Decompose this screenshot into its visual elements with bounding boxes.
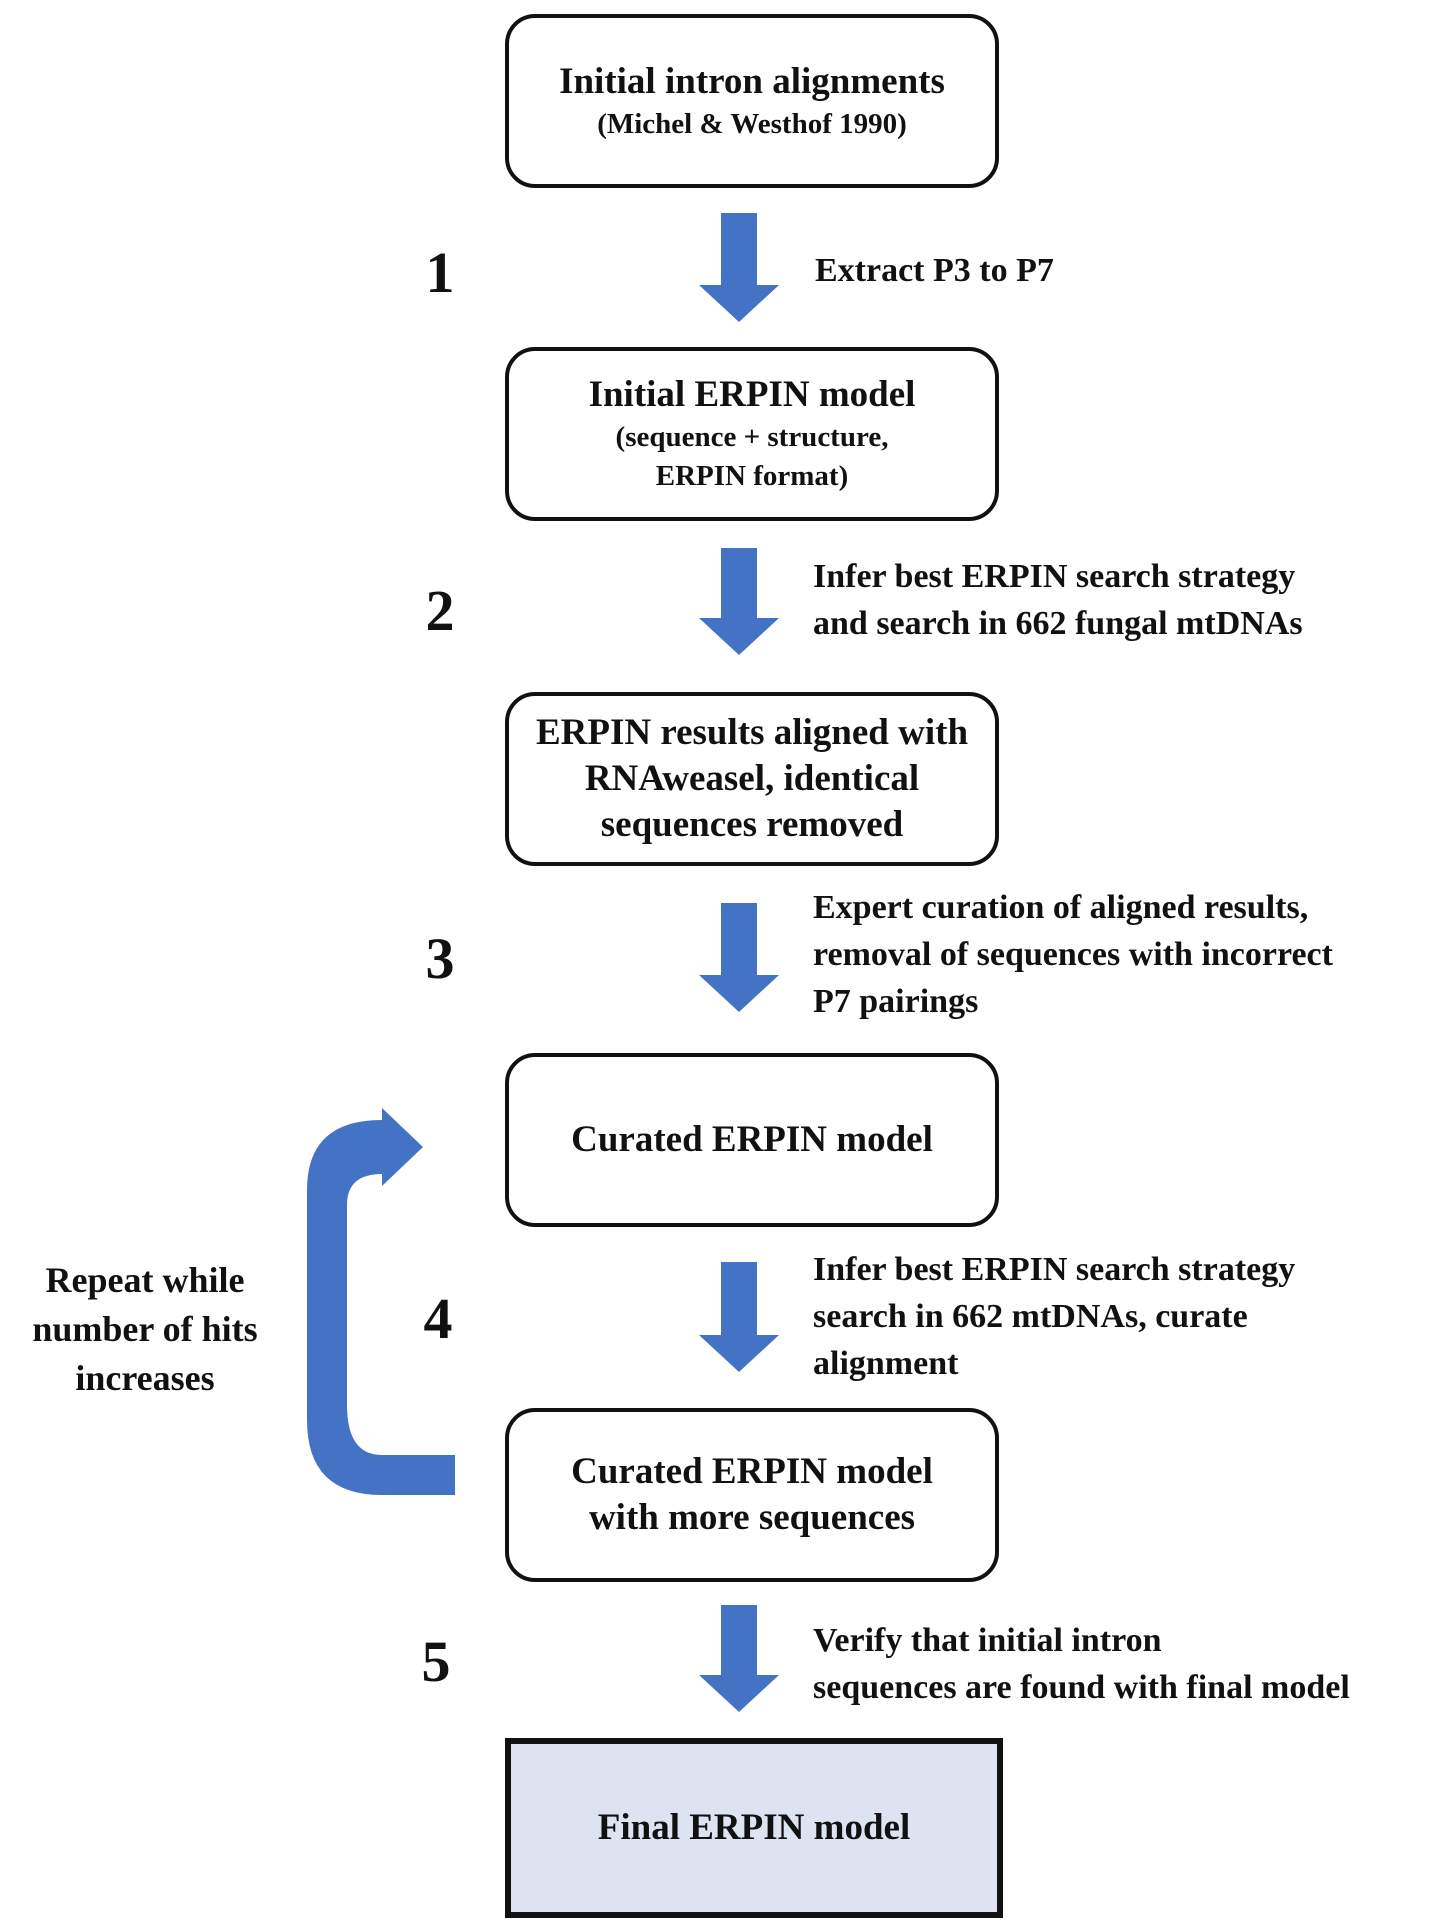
note-line: search in 662 mtDNAs, curate — [813, 1298, 1248, 1335]
note-line: and search in 662 fungal mtDNAs — [813, 605, 1303, 642]
box-title: Initial intron alignments — [559, 60, 945, 102]
step-note-5: Verify that initial intron sequences are… — [813, 1617, 1350, 1711]
loop-arrow — [307, 1108, 455, 1495]
step-number-2: 2 — [425, 578, 455, 643]
loop-label-line: increases — [75, 1358, 215, 1398]
box-line-2: RNAweasel, identical — [584, 758, 920, 799]
step-note-2: Infer best ERPIN search strategy and sea… — [813, 553, 1303, 647]
loop-label: Repeat while number of hits increases — [0, 1256, 290, 1403]
note-line: alignment — [813, 1345, 959, 1382]
step-number-5: 5 — [421, 1629, 451, 1694]
loop-label-line: Repeat while — [45, 1260, 245, 1300]
note-line: Infer best ERPIN search strategy — [813, 558, 1296, 595]
box-line-1: Curated ERPIN model — [571, 1451, 933, 1492]
box-final-erpin-model: Final ERPIN model — [505, 1738, 1003, 1918]
box-line-2: with more sequences — [588, 1497, 916, 1538]
box-title: Initial ERPIN model — [588, 374, 916, 415]
note-line: Extract P3 to P7 — [815, 252, 1054, 289]
note-line: Verify that initial intron — [813, 1622, 1162, 1659]
down-arrow-2 — [699, 548, 779, 655]
note-line: removal of sequences with incorrect — [813, 936, 1333, 973]
box-erpin-results-aligned: ERPIN results aligned with RNAweasel, id… — [505, 692, 999, 866]
box-line-3: sequences removed — [600, 804, 904, 845]
box-subtitle: (Michel & Westhof 1990) — [597, 107, 907, 140]
down-arrow-4 — [699, 1262, 779, 1372]
box-subtitle-line-2: ERPIN format) — [655, 460, 849, 492]
down-arrow-5 — [699, 1605, 779, 1712]
box-title: Final ERPIN model — [597, 1807, 911, 1848]
note-line: Expert curation of aligned results, — [813, 889, 1309, 926]
note-line: P7 pairings — [813, 983, 979, 1020]
box-line-1: ERPIN results aligned with — [535, 712, 969, 753]
box-curated-erpin-model: Curated ERPIN model — [505, 1053, 999, 1227]
step-number-4: 4 — [423, 1286, 453, 1351]
step-number-1: 1 — [425, 240, 455, 305]
loop-label-line: number of hits — [32, 1309, 258, 1349]
box-subtitle-line-1: (sequence + structure, — [615, 421, 889, 453]
down-arrow-3 — [699, 903, 779, 1012]
note-line: sequences are found with final model — [813, 1669, 1350, 1706]
step-note-1: Extract P3 to P7 — [815, 247, 1054, 294]
note-line: Infer best ERPIN search strategy — [813, 1251, 1296, 1288]
box-initial-erpin-model: Initial ERPIN model (sequence + structur… — [505, 347, 999, 521]
box-initial-intron-alignments: Initial intron alignments (Michel & West… — [505, 14, 999, 188]
box-title: Curated ERPIN model — [571, 1119, 933, 1160]
box-curated-erpin-model-more-sequences: Curated ERPIN model with more sequences — [505, 1408, 999, 1582]
step-note-4: Infer best ERPIN search strategy search … — [813, 1246, 1295, 1387]
step-number-3: 3 — [425, 926, 455, 991]
down-arrow-1 — [699, 213, 779, 322]
step-note-3: Expert curation of aligned results, remo… — [813, 884, 1333, 1025]
